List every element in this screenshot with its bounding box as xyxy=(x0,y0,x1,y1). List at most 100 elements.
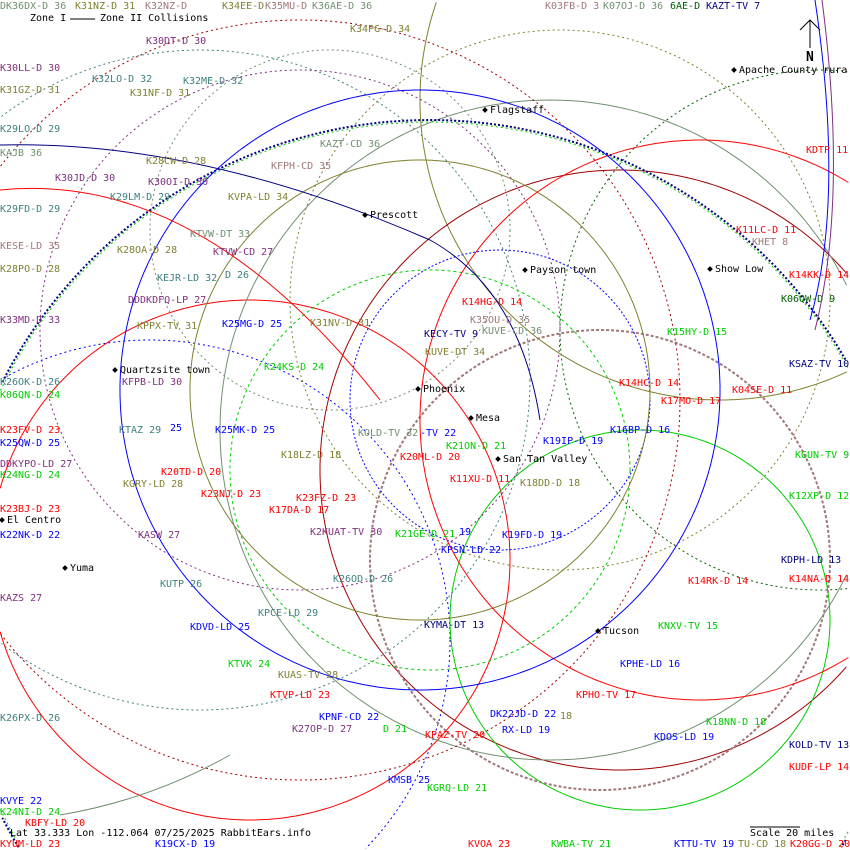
station-label[interactable]: K24KS-D 24 xyxy=(264,362,325,373)
station-label[interactable]: K35OU-D 35 xyxy=(470,315,531,326)
station-label[interactable]: 19 xyxy=(459,527,472,538)
station-label[interactable]: K31GZ-D 31 xyxy=(0,85,61,96)
station-label[interactable]: K34EE-D xyxy=(222,1,265,12)
station-label[interactable]: K28PO-D 28 xyxy=(0,264,61,275)
station-label[interactable]: K28CW-D 28 xyxy=(146,156,207,167)
station-label[interactable]: KOLD-TV 32 xyxy=(358,428,419,439)
station-label[interactable]: KPHE-LD 16 xyxy=(620,659,681,670)
station-label[interactable]: KTVP-LD 23 xyxy=(270,690,331,701)
station-label[interactable]: KVPA-LD 34 xyxy=(228,192,289,203)
station-label[interactable]: KUVE-DT 34 xyxy=(425,347,486,358)
station-label[interactable]: K25MK-D 25 xyxy=(215,425,276,436)
station-label[interactable]: KAJB 36 xyxy=(0,148,43,159)
station-label[interactable]: K24NG-D 24 xyxy=(0,470,61,481)
station-label[interactable]: 18 xyxy=(560,711,573,722)
station-label[interactable]: K31NF-D 31 xyxy=(130,88,191,99)
station-label[interactable]: KEJR-LD 32 xyxy=(157,273,218,284)
station-label[interactable]: K11LC-D 11 xyxy=(736,225,797,236)
station-label[interactable]: KTVK 24 xyxy=(228,659,271,670)
station-label[interactable]: KDVD-LD 25 xyxy=(190,622,251,633)
station-label[interactable]: K34PG-D 34 xyxy=(350,24,411,35)
station-label[interactable]: DK22JD-D 22 xyxy=(490,709,557,720)
station-label[interactable]: K24NI-D 24 xyxy=(0,807,61,818)
station-label[interactable]: K04SE-D 11 xyxy=(732,385,793,396)
station-label[interactable]: K32ME-D 32 xyxy=(183,76,244,87)
station-label[interactable]: DDKYPO-LD 27 xyxy=(0,459,73,470)
station-label[interactable]: K14RK-D 14 xyxy=(688,576,749,587)
station-label[interactable]: KAZS 27 xyxy=(0,593,43,604)
station-label[interactable]: K26PX-D 26 xyxy=(0,713,61,724)
station-label[interactable]: KNXV-TV 15 xyxy=(658,621,719,632)
station-label[interactable]: K28OA-D 28 xyxy=(117,245,178,256)
station-label[interactable]: K21ON-D 21 xyxy=(446,441,507,452)
station-label[interactable]: KPAZ-TV 20 xyxy=(425,730,486,741)
station-label[interactable]: KPNF-CD 22 xyxy=(319,712,380,723)
station-label[interactable]: KVOA 23 xyxy=(468,839,511,850)
station-label[interactable]: KTTU-TV 19 xyxy=(674,839,735,850)
station-label[interactable]: K23BJ-D 23 xyxy=(0,504,61,515)
station-label[interactable]: K31NZ-D 31 xyxy=(75,1,136,12)
station-label[interactable]: KAZT-TV 7 xyxy=(706,1,761,12)
station-label[interactable]: K20ML-D 20 xyxy=(400,452,461,463)
station-label[interactable]: KFPH-CD 35 xyxy=(271,161,332,172)
station-label[interactable]: K11XU-D 11 xyxy=(450,474,511,485)
station-label[interactable]: 25 xyxy=(170,423,183,434)
station-label[interactable]: K03FB-D 3 xyxy=(545,1,600,12)
station-label[interactable]: D 21 xyxy=(383,724,408,735)
station-label[interactable]: KUVE-CD 36 xyxy=(482,326,543,337)
station-label[interactable]: K18DD-D 18 xyxy=(520,478,581,489)
station-label[interactable]: DK36DX-D 36 xyxy=(0,1,67,12)
station-label[interactable]: K12XP-D 12 xyxy=(789,491,850,502)
station-label[interactable]: K14NA-D 14 xyxy=(789,574,850,585)
station-label[interactable]: K2KUAT-TV 30 xyxy=(310,527,383,538)
station-label[interactable]: KWBA-TV 21 xyxy=(551,839,612,850)
station-label[interactable]: K36AE-D 36 xyxy=(312,1,373,12)
station-label[interactable]: K23FZ-D 23 xyxy=(296,493,357,504)
station-label[interactable]: KHET 8 xyxy=(752,237,789,248)
station-label[interactable]: KESE-LD 35 xyxy=(0,241,61,252)
station-label[interactable]: K14HG-D 14 xyxy=(462,297,523,308)
station-label[interactable]: K17DA-D 17 xyxy=(269,505,330,516)
station-label[interactable]: K20GG-D 20 xyxy=(790,839,850,850)
station-label[interactable]: DDDKDFQ-LP 27 xyxy=(128,295,207,306)
station-label[interactable]: KTAZ 29 xyxy=(119,425,162,436)
station-label[interactable]: K35MU-D xyxy=(265,1,308,12)
station-label[interactable]: D 26 xyxy=(225,270,250,281)
station-label[interactable]: 6AE-D xyxy=(670,1,701,12)
station-label[interactable]: K19FD-D 19 xyxy=(502,530,563,541)
station-label[interactable]: K14KK-D 14 xyxy=(789,270,850,281)
station-label[interactable]: K14HC-D 14 xyxy=(619,378,680,389)
station-label[interactable]: KAZT-CD 36 xyxy=(320,139,381,150)
station-label[interactable]: K32NZ-D xyxy=(145,1,188,12)
station-label[interactable]: KDPH-LD 13 xyxy=(781,555,842,566)
station-label[interactable]: KTVW-CD 27 xyxy=(213,247,274,258)
station-label[interactable]: KASW 27 xyxy=(138,530,181,541)
station-label[interactable]: K25MG-D 25 xyxy=(222,319,283,330)
station-label[interactable]: K32LO-D 32 xyxy=(92,74,153,85)
station-label[interactable]: KPPX-TV 31 xyxy=(137,321,198,332)
station-label[interactable]: KYUM-LD 23 xyxy=(0,839,61,850)
station-label[interactable]: K20TD-D 20 xyxy=(161,467,222,478)
station-label[interactable]: KFPB-LD 30 xyxy=(122,377,183,388)
station-label[interactable]: K29LM-D 29 xyxy=(110,192,171,203)
station-label[interactable]: K07OJ-D 36 xyxy=(603,1,664,12)
station-label[interactable]: KPSN-LD 22 xyxy=(441,545,502,556)
station-label[interactable]: KVYE 22 xyxy=(0,796,43,807)
station-label[interactable]: K15HY-D 15 xyxy=(667,327,728,338)
station-label[interactable]: KDOS-LD 19 xyxy=(654,732,715,743)
station-label[interactable]: K23NJ-D 23 xyxy=(201,489,262,500)
station-label[interactable]: KGRY-LD 28 xyxy=(123,479,184,490)
station-label[interactable]: K30JD-D 30 xyxy=(55,173,116,184)
station-label[interactable]: K25QW-D 25 xyxy=(0,438,61,449)
station-label[interactable]: RX-LD 19 xyxy=(502,725,551,736)
station-label[interactable]: KUTP 26 xyxy=(160,579,203,590)
station-label[interactable]: K29FD-D 29 xyxy=(0,204,61,215)
station-label[interactable]: K31NV-D 31 xyxy=(310,318,371,329)
station-label[interactable]: KPHO-TV 17 xyxy=(576,690,637,701)
station-label[interactable]: K23FV-D 23 xyxy=(0,425,61,436)
station-label[interactable]: KDTP 11 xyxy=(806,145,849,156)
station-label[interactable]: KSAZ-TV 10 xyxy=(789,359,850,370)
station-label[interactable]: KMSB 25 xyxy=(388,775,431,786)
station-label[interactable]: KTVW-DT 33 xyxy=(190,229,251,240)
station-label[interactable]: TU-CD 18 xyxy=(738,839,787,850)
